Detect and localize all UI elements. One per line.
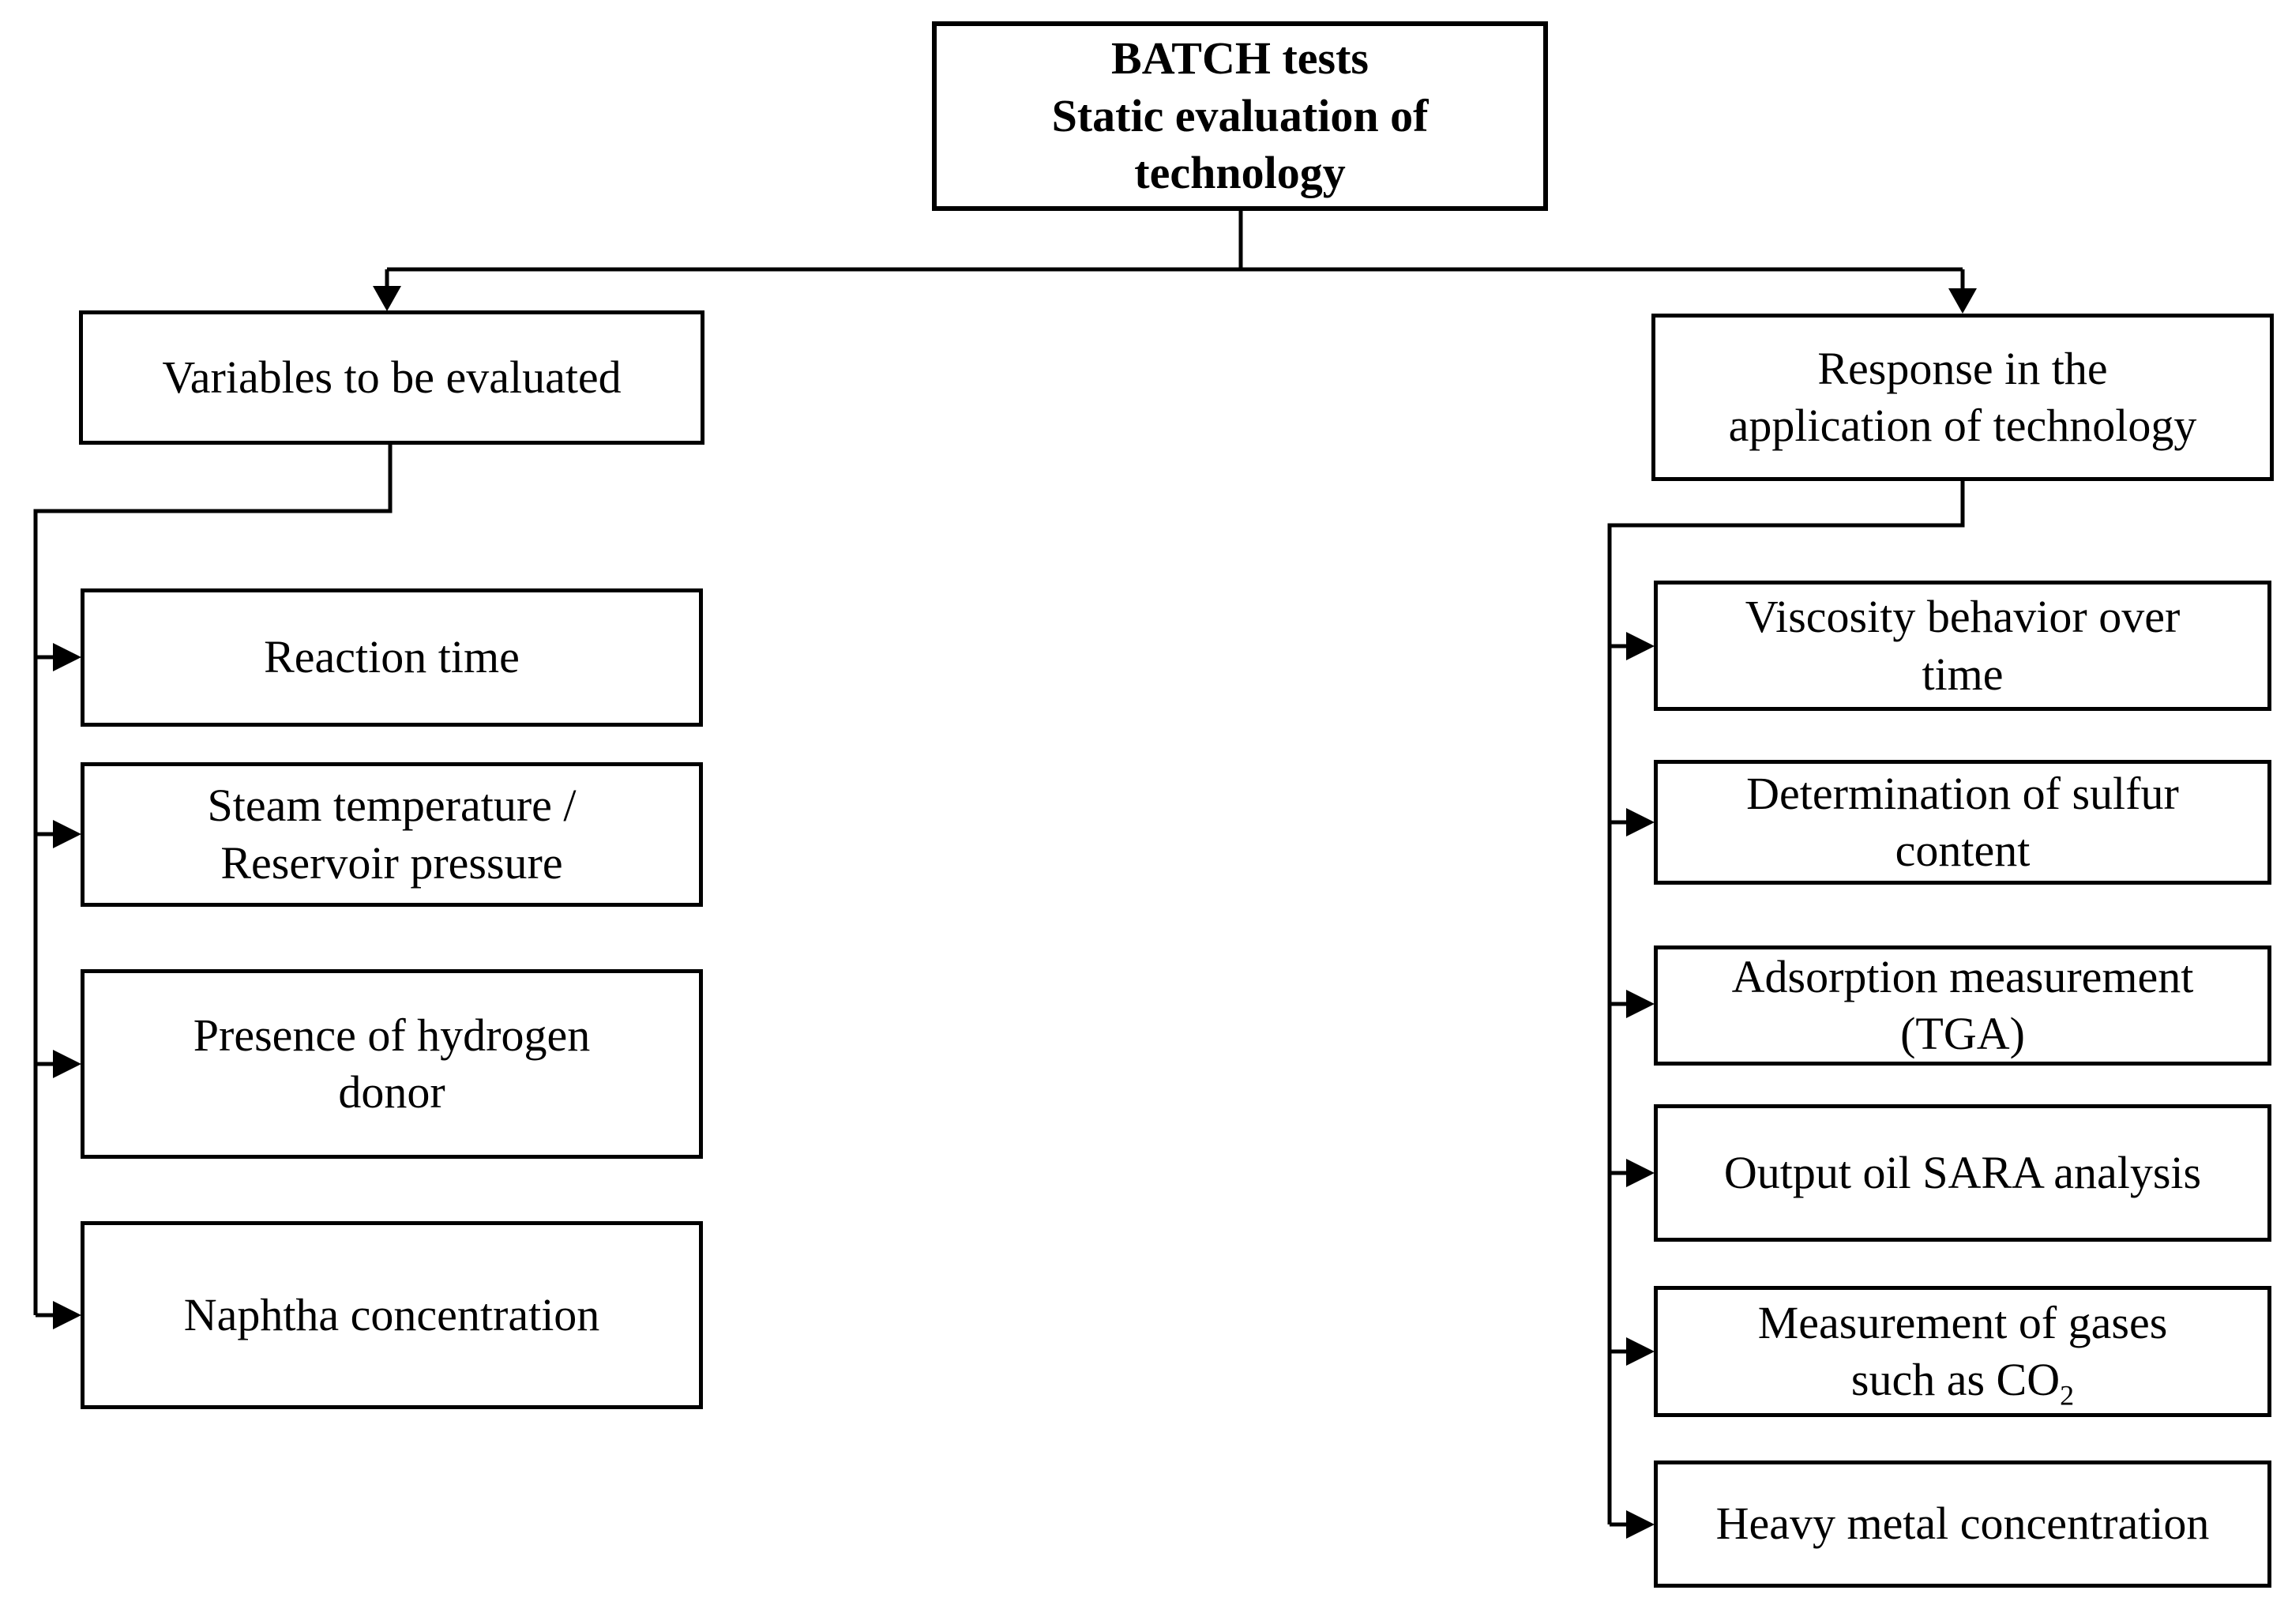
node-text-line: technology [1134,147,1346,199]
node-text-line: content [1895,825,2031,876]
node-text-line: Reaction time [264,631,520,683]
connector-arrowhead [53,1050,81,1078]
node-text-line: Determination of sulfur [1746,767,2179,819]
node-text-line: Reservoir pressure [220,836,563,889]
node-naphtha-concentration: Naphtha concentration [81,1221,703,1409]
connector-arrowhead [373,286,401,311]
node-heavy-metal-concentration: Heavy metal concentration [1654,1460,2271,1588]
node-text-line: donor [338,1066,445,1118]
connector-arrowhead [53,1301,81,1329]
connector-arrowhead [1626,1159,1655,1187]
node-text-line: Measurement of gases [1757,1296,2168,1348]
connector-arrowhead [1626,1510,1655,1539]
connector-arrowhead [1626,1337,1655,1366]
node-text-segment: such as CO [1850,1354,2061,1405]
node-text-line: Adsorption measurement [1731,950,2194,1002]
node-text-line: Viscosity behavior over [1745,591,2181,642]
node-output-oil-sara-analysis: Output oil SARA analysis [1654,1104,2271,1242]
connector-arrowhead [1626,990,1655,1018]
connector-arrowhead [1626,808,1655,836]
node-text-line: application of technology [1728,400,2197,451]
node-text-line: Presence of hydrogen [193,1009,591,1061]
node-text-line: (TGA) [1900,1008,2025,1059]
connector-arrowhead [53,643,81,671]
connector-arrowhead [1626,632,1655,660]
node-batch-tests: BATCH tests Static evaluation of technol… [932,21,1548,211]
node-viscosity-behavior-over-time: Viscosity behavior over time [1654,581,2271,711]
node-text-line: such as CO2 [1850,1351,2075,1412]
node-steam-temperature-reservoir-pressure: Steam temperature / Reservoir pressure [81,762,703,907]
node-response-application-technology: Response in the application of technolog… [1651,314,2274,481]
connector-left-spine [33,442,393,1315]
connector-right-spine [1607,479,1965,1524]
node-text-line: Static evaluation of [1051,89,1429,141]
connector-arrowhead [53,820,81,848]
node-text-line: time [1922,648,2004,700]
node-text-line: BATCH tests [1111,32,1369,85]
node-text-line: Output oil SARA analysis [1723,1146,2202,1198]
node-text-line: Response in the [1817,342,2108,394]
node-text-line: Heavy metal concentration [1715,1498,2210,1550]
node-variables-to-be-evaluated: Variables to be evaluated [79,310,704,445]
node-determination-of-sulfur-content: Determination of sulfur content [1654,760,2271,885]
node-adsorption-measurement-tga: Adsorption measurement (TGA) [1654,945,2271,1066]
node-text-line: Steam temperature / [207,780,577,831]
node-reaction-time: Reaction time [81,588,703,727]
connector-arrowhead [1948,288,1977,314]
node-presence-of-hydrogen-donor: Presence of hydrogen donor [81,969,703,1159]
node-text-subscript: 2 [2060,1379,2075,1412]
node-text-line: Naphtha concentration [183,1288,600,1340]
node-measurement-of-gases-co2: Measurement of gases such as CO2 [1654,1286,2271,1417]
node-text-line: Variables to be evaluated [162,351,622,403]
